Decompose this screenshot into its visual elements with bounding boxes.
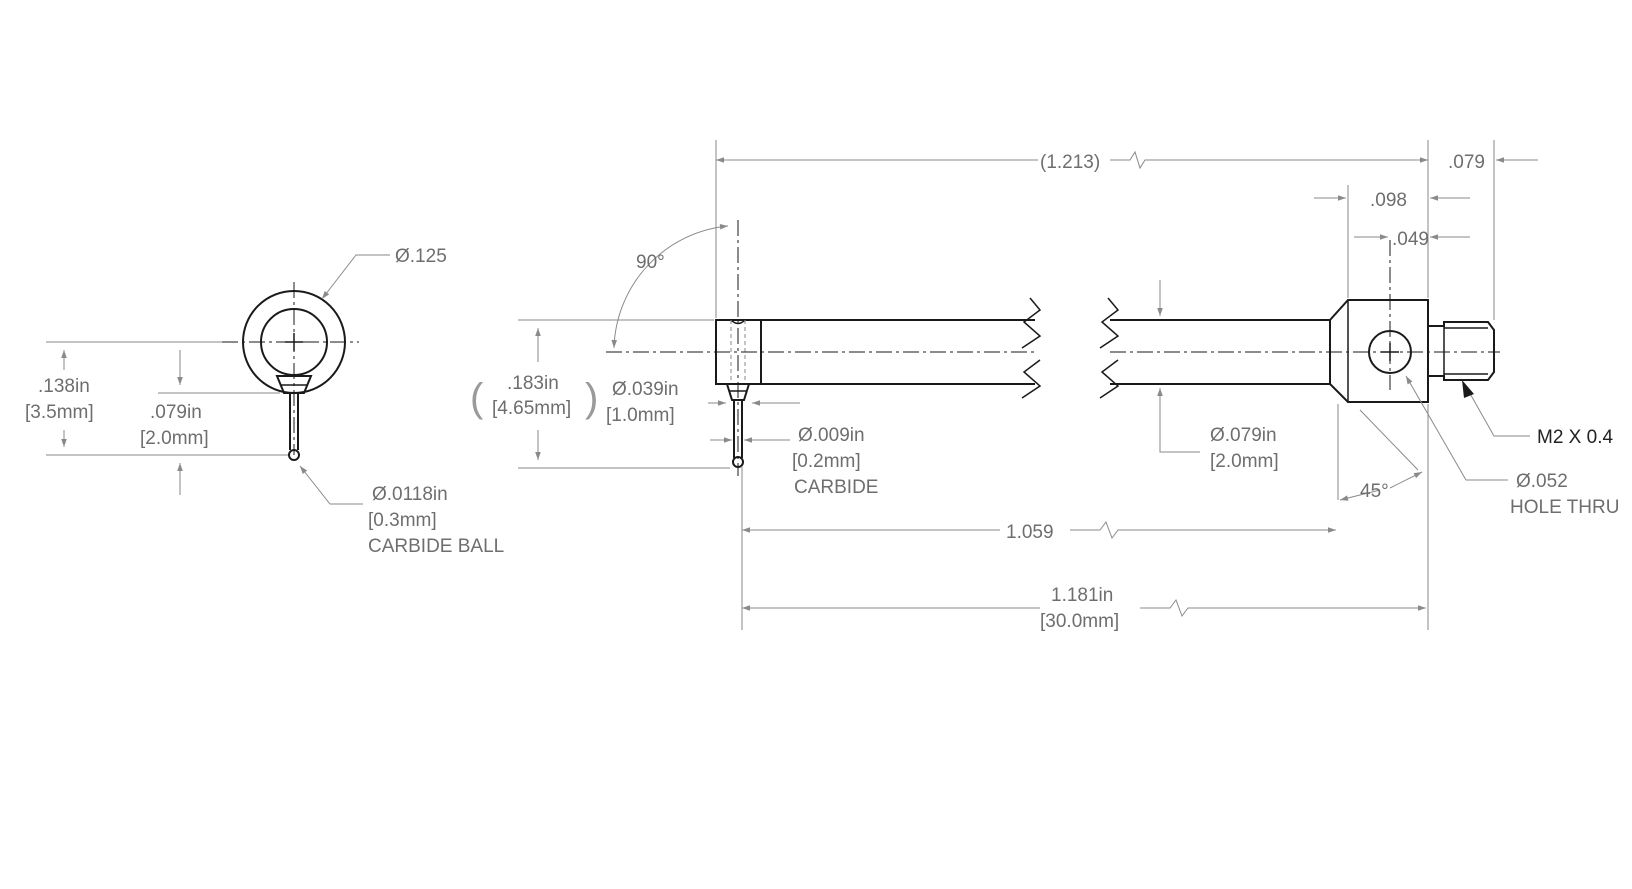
shaft-len-label: 1.059 bbox=[1006, 522, 1054, 543]
head-ht-in-label: .183in bbox=[507, 373, 559, 394]
pin-dia-mm-label: [1.0mm] bbox=[606, 405, 675, 426]
break-right-bottom bbox=[1099, 359, 1120, 399]
hole-dia-label: Ø.052 bbox=[1516, 471, 1568, 492]
tip-dia-mm-label: [0.2mm] bbox=[792, 451, 861, 472]
thread-leader-arrow bbox=[1462, 380, 1474, 398]
shaft-dia-mm-label: [2.0mm] bbox=[1210, 451, 1279, 472]
tip-taper bbox=[725, 383, 751, 401]
ball-dia-in-label: Ø.0118in bbox=[372, 484, 448, 505]
dim-1181-right bbox=[1140, 598, 1426, 618]
ht-total-mm-label: [3.5mm] bbox=[25, 402, 94, 423]
dim-45-left bbox=[1339, 489, 1381, 501]
thread-len-label: .079 bbox=[1448, 152, 1485, 173]
head-ht-mm-label: [4.65mm] bbox=[492, 398, 571, 419]
ht-stem-mm-label: [2.0mm] bbox=[140, 428, 209, 449]
ball-dia-mm-label: [0.3mm] bbox=[368, 510, 437, 531]
overall-ref-label: (1.213) bbox=[1040, 152, 1100, 173]
ht-total-in-label: .138in bbox=[38, 376, 90, 397]
paren-183-open: ( bbox=[470, 376, 484, 420]
front-view: (1.213) .079 .098 .049 90° ( .183in [4.6… bbox=[470, 140, 1619, 632]
dim-shaft-bottom bbox=[1157, 388, 1200, 453]
tip-dia-in-label: Ø.009in bbox=[798, 425, 865, 446]
ball-leader bbox=[299, 465, 363, 505]
dia-head-leader bbox=[321, 254, 390, 300]
hole-leader bbox=[1405, 375, 1508, 481]
collar-len-label: .098 bbox=[1370, 190, 1407, 211]
dia-head-label: Ø.125 bbox=[395, 246, 447, 267]
ht-stem-in-label: .079in bbox=[150, 402, 202, 423]
shaft-dia-in-label: Ø.079in bbox=[1210, 425, 1277, 446]
dim-1059-right bbox=[1070, 520, 1336, 540]
pin-dia-in-label: Ø.039in bbox=[612, 379, 679, 400]
overall-len-in-label: 1.181in bbox=[1051, 585, 1113, 606]
dim-1213-right bbox=[1110, 150, 1428, 170]
angle-90-arc bbox=[611, 223, 729, 349]
side-view: Ø.125 .138in [3.5mm] .079in [2.0mm] Ø.01… bbox=[25, 246, 504, 557]
hole-type-label: HOLE THRU bbox=[1510, 497, 1619, 518]
stem-taper bbox=[275, 375, 313, 394]
dim-45-right bbox=[1389, 471, 1423, 489]
break-left-bottom bbox=[1021, 359, 1042, 399]
thread-spec-label: M2 X 0.4 bbox=[1537, 427, 1613, 448]
collar-body bbox=[1329, 299, 1429, 403]
hole-offset-label: .049 bbox=[1392, 229, 1429, 250]
break-right-top bbox=[1099, 297, 1120, 349]
tip-material-label: CARBIDE bbox=[794, 477, 878, 498]
angle-top-label: 90° bbox=[636, 252, 665, 273]
chamfer-angle-label: 45° bbox=[1360, 481, 1389, 502]
ball-material-label: CARBIDE BALL bbox=[368, 536, 504, 557]
break-left-top bbox=[1021, 297, 1042, 349]
paren-183-close: ) bbox=[585, 376, 598, 420]
thread-body bbox=[1428, 321, 1495, 381]
chamfer-ext bbox=[1359, 409, 1419, 471]
overall-len-mm-label: [30.0mm] bbox=[1040, 611, 1119, 632]
thread-leader bbox=[1467, 389, 1530, 437]
carbide-ball bbox=[288, 449, 300, 461]
